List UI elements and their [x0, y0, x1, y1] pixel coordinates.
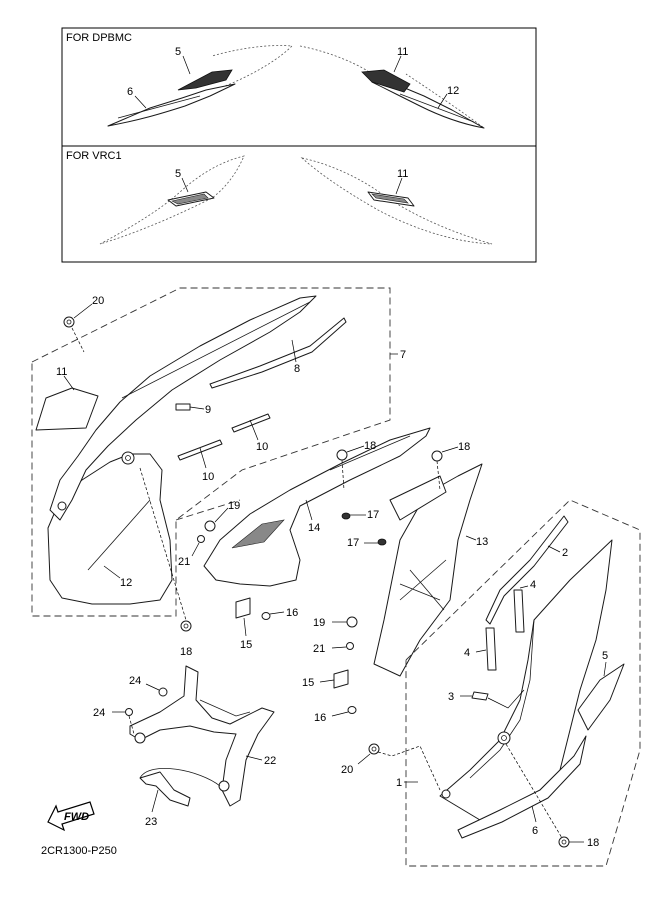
callout-dp-6: 6 — [127, 86, 133, 98]
bolt-18a-icon — [180, 620, 192, 632]
fwd-arrow-icon: FWD — [47, 801, 95, 832]
diagram-code: 2CR1300-P250 — [41, 845, 117, 857]
callout-24a: 24 — [129, 675, 141, 687]
callout-9: 9 — [205, 404, 211, 416]
callout-6b: 6 — [532, 825, 538, 837]
callout-18d: 18 — [587, 837, 599, 849]
callout-19a: 19 — [228, 500, 240, 512]
callout-5b: 5 — [602, 650, 608, 662]
callout-16a: 16 — [286, 607, 298, 619]
inset-title-vrc1: FOR VRC1 — [66, 150, 122, 162]
callout-13: 13 — [476, 536, 488, 548]
callout-24b: 24 — [93, 707, 105, 719]
left-assembly: 20 11 8 9 10 10 7 12 — [31, 287, 406, 658]
callout-vr-11: 11 — [397, 168, 408, 180]
callout-15b: 15 — [302, 677, 314, 689]
callout-10b: 10 — [202, 471, 214, 483]
callout-dp-12: 12 — [447, 85, 459, 97]
callout-21a: 21 — [178, 556, 190, 568]
lower-assembly: 24 24 22 23 — [93, 665, 276, 828]
callout-17b: 17 — [347, 537, 359, 549]
callout-21b: 21 — [313, 643, 325, 655]
callout-17a: 17 — [367, 509, 379, 521]
callout-15a: 15 — [240, 639, 252, 651]
callout-18c: 18 — [458, 441, 470, 453]
inset-title-dpbmc: FOR DPBMC — [66, 32, 132, 44]
callout-23: 23 — [145, 816, 157, 828]
callout-7: 7 — [400, 349, 406, 361]
callout-10a: 10 — [256, 441, 268, 453]
callout-11b: 11 — [56, 366, 67, 378]
callout-dp-11: 11 — [397, 46, 408, 58]
callout-3: 3 — [448, 691, 454, 703]
callout-1: 1 — [396, 777, 402, 789]
callout-8: 8 — [294, 363, 300, 375]
callout-19b: 19 — [313, 617, 325, 629]
fwd-label: FWD — [64, 811, 89, 823]
callout-vr-5: 5 — [175, 168, 181, 180]
right-assembly: 2 4 4 5 6 3 20 1 1 — [341, 499, 641, 867]
inset-box-vrc1: FOR VRC1 5 11 — [61, 145, 537, 263]
callout-14: 14 — [308, 522, 320, 534]
inset-box-dpbmc: FOR DPBMC 5 6 11 12 — [61, 27, 537, 147]
callout-12b: 12 — [120, 577, 132, 589]
callout-4b: 4 — [464, 647, 470, 659]
callout-20a: 20 — [92, 295, 104, 307]
callout-dp-5: 5 — [175, 46, 181, 58]
callout-16b: 16 — [314, 712, 326, 724]
callout-22: 22 — [264, 755, 276, 767]
bolt-20-icon — [63, 316, 75, 328]
callout-18a: 18 — [180, 646, 192, 658]
callout-18b: 18 — [364, 440, 376, 452]
center-assembly: 14 13 18 18 17 17 19 21 15 16 — [175, 427, 488, 724]
callout-20b: 20 — [341, 764, 353, 776]
callout-4a: 4 — [530, 579, 536, 591]
callout-2: 2 — [562, 547, 568, 559]
